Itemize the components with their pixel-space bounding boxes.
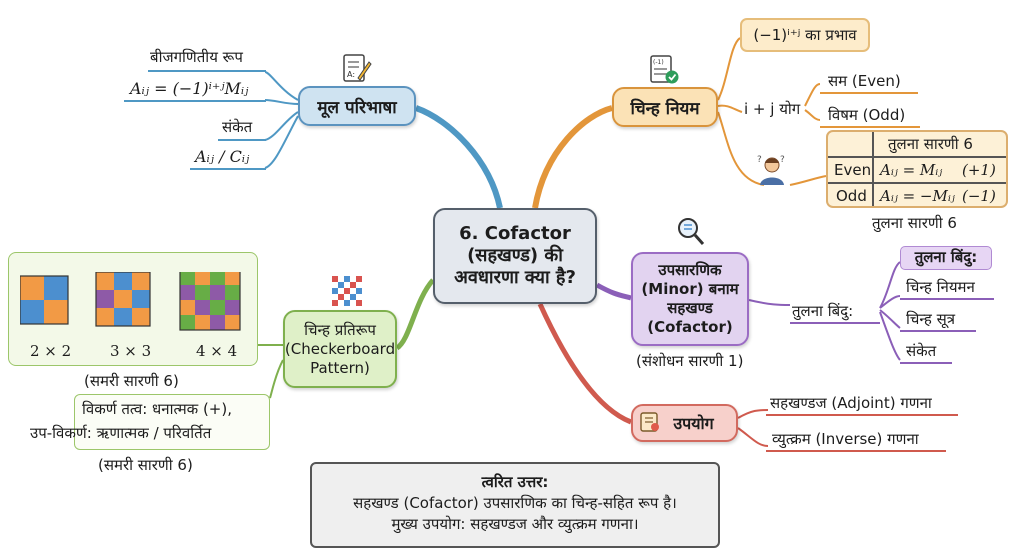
branch-checker xyxy=(395,278,435,351)
table-caption: तुलना सारणी 6 xyxy=(872,214,957,232)
chinha-title: चिन्ह नियम xyxy=(630,98,700,119)
checker-grids xyxy=(20,272,241,331)
svg-text:?: ? xyxy=(780,155,785,165)
answer-line-2: मुख्य उपयोग: सहखण्डज और व्युत्क्रम गणना। xyxy=(391,515,639,533)
svg-text:?: ? xyxy=(757,155,762,165)
use-adjoint: सहखण्डज (Adjoint) गणना xyxy=(770,394,932,412)
central-line-1: 6. Cofactor xyxy=(459,223,571,244)
magnifier-icon xyxy=(678,218,705,245)
upsar-line-3: सहखण्ड xyxy=(667,299,713,317)
grid-label-3x3: 3 × 3 xyxy=(110,342,152,360)
branch-mool xyxy=(414,105,503,209)
even-label: सम (Even) xyxy=(828,72,901,90)
branch-upsar xyxy=(595,282,632,301)
comparison-points-header: तुलना बिंदु: xyxy=(900,246,992,270)
table-header: तुलना सारणी 6 xyxy=(888,135,973,153)
grid-4x4 xyxy=(179,272,241,331)
mool-paribhasha-node[interactable]: मूल परिभाषा xyxy=(298,86,416,126)
point-sign-regulation: चिन्ह नियमन xyxy=(906,278,975,296)
chinha-niyam-node[interactable]: चिन्ह नियम xyxy=(612,87,718,127)
use-inverse: व्युत्क्रम (Inverse) गणना xyxy=(772,430,919,448)
checkerboard-node[interactable]: चिन्ह प्रतिरूप (Checkerboard Pattern) xyxy=(283,310,397,388)
answer-line-1: सहखण्ड (Cofactor) उपसारणिक का चिन्ह-सहित… xyxy=(353,494,677,512)
checker-caption-1: (समरी सारणी 6) xyxy=(84,372,179,390)
sign-effect-box: (−1)ⁱ⁺ʲ का प्रभाव xyxy=(740,18,870,52)
grid-2x2 xyxy=(20,275,69,325)
quick-answer-box: त्वरित उत्तर: सहखण्ड (Cofactor) उपसारणिक… xyxy=(310,462,720,548)
point-notation: संकेत xyxy=(906,342,937,360)
table-row-even-formula: Aᵢⱼ = Mᵢⱼ xyxy=(880,161,943,179)
table-row-odd-sign: (−1) xyxy=(962,187,996,205)
pencil-document-icon: A: xyxy=(343,54,372,82)
odd-label: विषम (Odd) xyxy=(828,106,906,124)
svg-text:A:: A: xyxy=(347,70,355,79)
upyog-title: उपयोग xyxy=(673,414,714,433)
upsar-line-4: (Cofactor) xyxy=(647,318,733,336)
table-row-even-sign: (+1) xyxy=(962,161,996,179)
checklist-icon: (-1) xyxy=(650,55,679,84)
grid-label-2x2: 2 × 2 xyxy=(30,342,72,360)
cofactor-formula: Aᵢⱼ = (−1)ⁱ⁺ʲMᵢⱼ xyxy=(130,79,249,98)
table-row-odd-formula: Aᵢⱼ = −Mᵢⱼ xyxy=(880,187,955,205)
confused-person-icon: ? ? xyxy=(757,155,785,185)
checker-desc-2: उप-विकर्ण: ऋणात्मक / परिवर्तित xyxy=(30,424,212,442)
notation-value: Aᵢⱼ / Cᵢⱼ xyxy=(195,147,250,166)
answer-title: त्वरित उत्तर: xyxy=(481,473,549,491)
checker-line-2: (Checkerboard xyxy=(284,339,396,358)
svg-text:(-1): (-1) xyxy=(653,59,664,66)
notation-label: संकेत xyxy=(222,118,253,136)
upsar-line-1: उपसारणिक xyxy=(658,261,722,279)
checker-line-3: Pattern) xyxy=(310,358,370,377)
mool-title: मूल परिभाषा xyxy=(317,97,397,118)
central-line-2: (सहखण्ड) की xyxy=(467,245,563,266)
branch-upyog xyxy=(537,302,632,425)
checker-line-1: चिन्ह प्रतिरूप xyxy=(304,320,376,339)
minor-vs-cofactor-node[interactable]: उपसारणिक (Minor) बनाम सहखण्ड (Cofactor) xyxy=(631,252,749,346)
central-topic[interactable]: 6. Cofactor (सहखण्ड) की अवधारणा क्या है? xyxy=(433,208,597,304)
checkerboard-icon xyxy=(332,276,362,306)
comparison-table: तुलना सारणी 6 Even Aᵢⱼ = Mᵢⱼ (+1) Odd Aᵢ… xyxy=(826,130,1008,208)
checker-caption-2: (समरी सारणी 6) xyxy=(98,456,193,474)
algebraic-form-label: बीजगणितीय रूप xyxy=(150,48,243,66)
central-line-3: अवधारणा क्या है? xyxy=(454,267,576,288)
branch-chinha xyxy=(532,105,613,209)
point-sign-formula: चिन्ह सूत्र xyxy=(906,310,956,328)
upsar-line-2: (Minor) बनाम xyxy=(641,280,739,298)
grid-label-4x4: 4 × 4 xyxy=(196,342,238,360)
table-row-even-label: Even xyxy=(834,161,872,179)
checker-desc-1: विकर्ण तत्व: धनात्मक (+), xyxy=(82,400,232,418)
scroll-icon xyxy=(640,412,659,432)
comparison-points-label: तुलना बिंदु: xyxy=(792,302,854,320)
table-row-odd-label: Odd xyxy=(836,187,867,205)
sum-label: i + j योग xyxy=(744,100,801,118)
grid-3x3 xyxy=(95,272,151,327)
upsar-caption: (संशोधन सारणी 1) xyxy=(636,352,744,370)
